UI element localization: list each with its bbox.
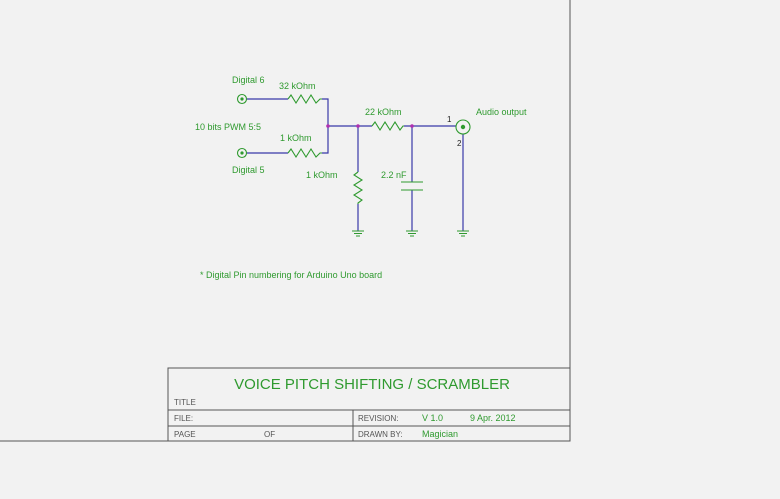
pin-numbering-note: * Digital Pin numbering for Arduino Uno … — [200, 270, 382, 280]
capacitor-c1 — [401, 181, 423, 191]
resistor-r4 — [352, 171, 364, 204]
drawn-by-field-label: DRAWN BY: — [358, 430, 403, 439]
junction-dots — [326, 124, 414, 128]
ground-symbol — [457, 230, 469, 237]
output-connector — [455, 119, 471, 135]
label-digital5: Digital 5 — [232, 165, 265, 175]
drawing-title: VOICE PITCH SHIFTING / SCRAMBLER — [234, 376, 510, 393]
title-field-label: TITLE — [174, 398, 196, 407]
page-field-label: PAGE — [174, 430, 196, 439]
label-r3: 22 kOhm — [365, 107, 402, 117]
date-value: 9 Apr. 2012 — [470, 413, 516, 423]
resistor-r1 — [287, 93, 322, 105]
label-pwm-note: 10 bits PWM 5:5 — [195, 122, 261, 132]
label-digital6: Digital 6 — [232, 75, 265, 85]
resistor-r2 — [287, 147, 322, 159]
of-field-label: OF — [264, 430, 275, 439]
wires — [246, 98, 464, 231]
ground-symbol — [406, 230, 418, 237]
label-r1: 32 kOhm — [279, 81, 316, 91]
title-block — [167, 367, 571, 442]
input-connector-digital6 — [236, 93, 248, 105]
file-field-label: FILE: — [174, 414, 193, 423]
label-r2: 1 kOhm — [280, 133, 312, 143]
revision-value: V 1.0 — [422, 413, 443, 423]
pin-label-2: 2 — [457, 139, 462, 148]
sheet-border — [0, 0, 571, 442]
drawn-by-value: Magician — [422, 429, 458, 439]
label-audio-output: Audio output — [476, 107, 527, 117]
pin-label-1: 1 — [447, 115, 452, 124]
ground-symbol — [352, 230, 364, 237]
resistor-r3 — [371, 120, 404, 132]
label-c1: 2.2 nF — [381, 170, 407, 180]
revision-field-label: REVISION: — [358, 414, 398, 423]
input-connector-digital5 — [236, 147, 248, 159]
label-r4: 1 kOhm — [306, 170, 338, 180]
